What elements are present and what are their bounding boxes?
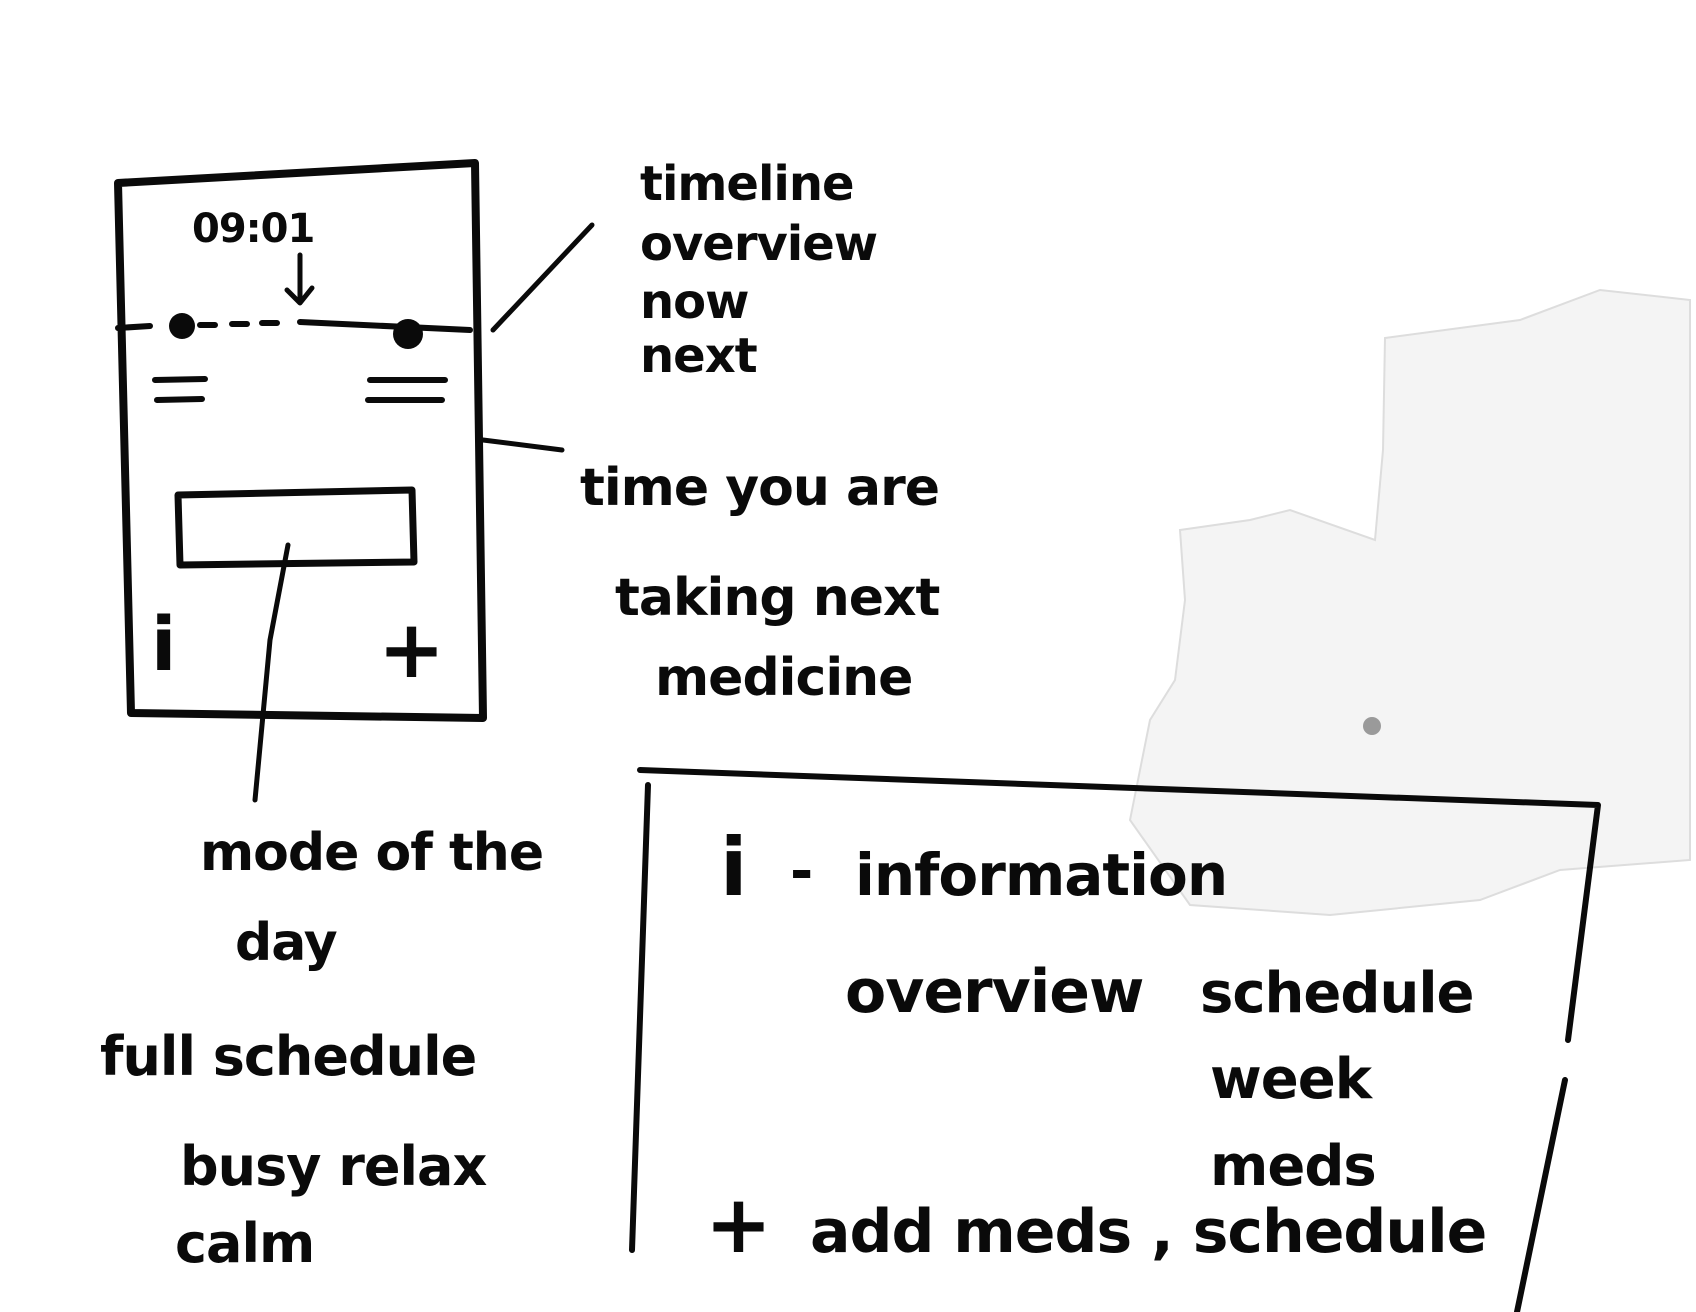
next-text-placeholder — [365, 377, 448, 403]
device-frame — [114, 159, 487, 722]
mode-connector — [252, 542, 291, 803]
add-button[interactable]: + — [378, 603, 445, 696]
legend-box: i - information overview schedule week m… — [629, 767, 1601, 1312]
legend-frame — [629, 767, 1601, 1312]
annotation-line: time you are — [580, 458, 939, 518]
paper-spot — [1363, 717, 1381, 735]
paper-smudge — [1128, 288, 1691, 917]
annotation-line: day — [235, 913, 337, 973]
annotation-line: mode of the — [200, 823, 543, 883]
next-medicine-annotation: time you are taking next medicine — [580, 458, 941, 708]
annotation-line: overview — [640, 216, 877, 272]
timeline-dot-previous — [169, 313, 195, 339]
info-label: information — [855, 841, 1227, 909]
add-symbol: + — [705, 1178, 771, 1271]
watch-mockup: 09:01 i + — [114, 159, 487, 722]
annotation-line: busy relax — [180, 1135, 487, 1198]
annotation-line: next — [640, 328, 757, 384]
info-option: schedule — [1200, 961, 1474, 1026]
annotation-line: calm — [175, 1212, 314, 1275]
now-arrow-icon — [284, 252, 315, 306]
info-symbol: i — [720, 821, 746, 914]
timeline-connector — [490, 222, 595, 333]
annotation-line: full schedule — [100, 1025, 476, 1088]
info-option: week — [1210, 1047, 1374, 1112]
info-button[interactable]: i — [151, 602, 176, 688]
timeline-dot-next — [393, 319, 423, 349]
add-label: add meds , schedule — [810, 1197, 1486, 1267]
annotation-line: timeline — [640, 156, 854, 212]
mode-annotation: mode of the day full schedule busy relax… — [100, 823, 544, 1275]
next-medicine-connector — [480, 437, 565, 453]
timeline-annotation: timeline overview now next — [640, 156, 878, 384]
annotation-line: medicine — [655, 648, 912, 708]
info-dash: - — [790, 839, 812, 904]
now-text-placeholder — [152, 376, 208, 403]
annotation-line: taking next — [615, 568, 940, 628]
mode-of-day-box[interactable] — [174, 486, 418, 569]
info-overview: overview — [845, 957, 1143, 1027]
info-option: meds — [1210, 1134, 1376, 1199]
timeline-bar — [115, 313, 473, 349]
clock-time: 09:01 — [192, 206, 314, 252]
annotation-line: now — [640, 274, 749, 330]
